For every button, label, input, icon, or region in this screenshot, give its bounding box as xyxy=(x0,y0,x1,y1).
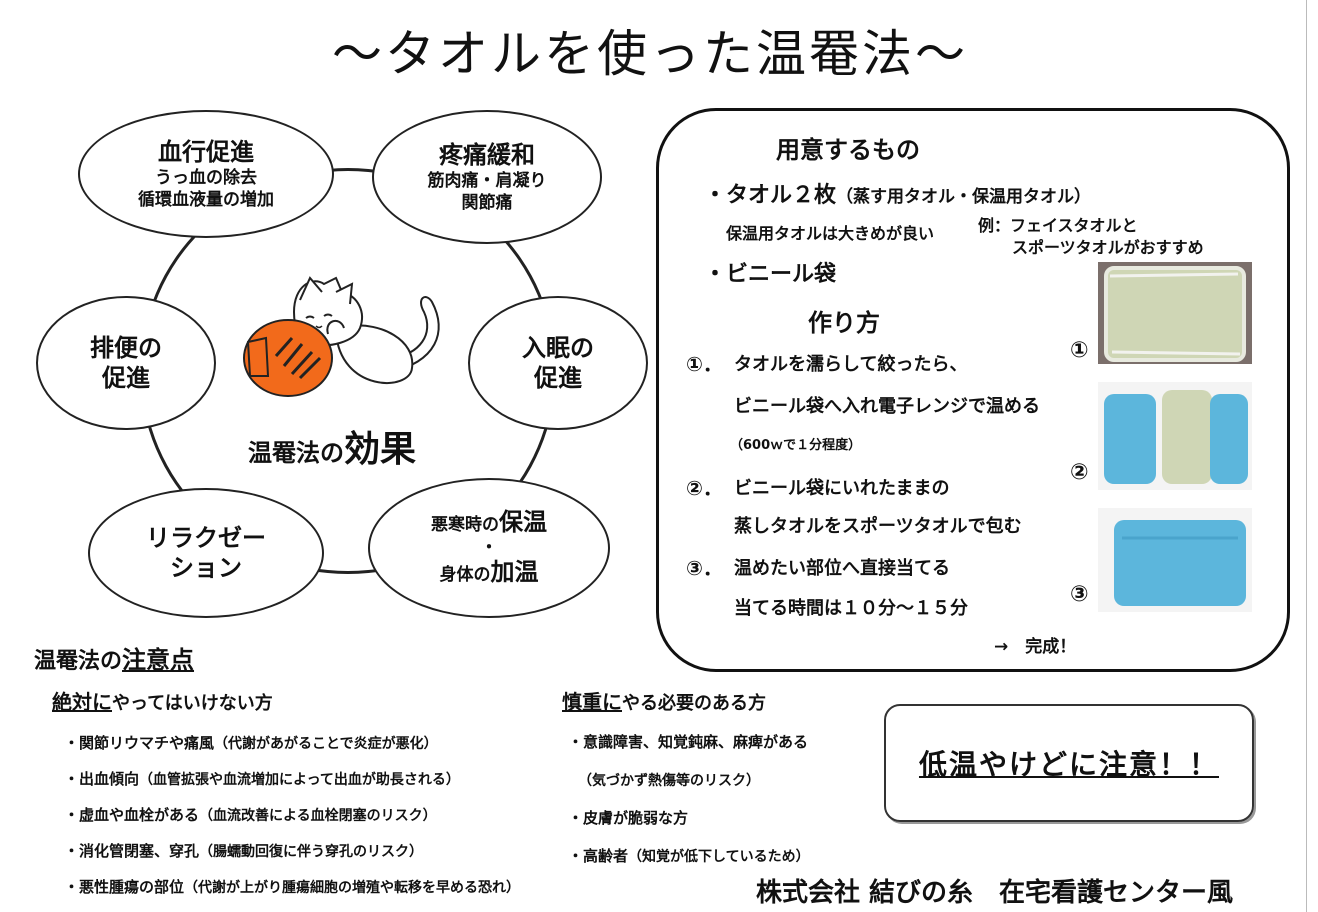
effect-title: ション xyxy=(170,554,242,582)
list-item-main: ・虚血や血栓がある xyxy=(64,806,200,824)
list-item-main: ・悪性腫瘍の部位 xyxy=(64,878,185,896)
careful-heading-emphasis: 慎重に xyxy=(562,690,622,714)
prep-heading: 用意するもの xyxy=(776,136,920,164)
never-list: ・関節リウマチや痛風（代謝があがることで炎症が悪化） ・出血傾向（血管拡張や血流… xyxy=(64,726,520,906)
list-item: ・悪性腫瘍の部位（代謝が上がり腫瘍細胞の増殖や転移を早める恐れ） xyxy=(64,870,520,906)
step3-number: ③． xyxy=(686,556,723,580)
effect-title: 促進 xyxy=(534,364,582,392)
caution-heading: 温罨法の注意点 xyxy=(34,640,194,675)
effect-detail: 悪寒時の xyxy=(431,515,499,535)
center-label-prefix: 温罨法の xyxy=(248,439,344,467)
list-item-note: （知覚が低下しているため） xyxy=(628,849,810,865)
careful-list: ・意識障害、知覚鈍麻、麻痺がある （気づかず熱傷等のリスク） ・皮膚が脆弱な方 … xyxy=(568,724,810,876)
list-item-note: （腸蠕動回復に伴う穿孔のリスク） xyxy=(199,844,424,860)
photo2-label: ② xyxy=(1070,460,1089,485)
list-item-note: （代謝があがることで炎症が悪化） xyxy=(214,736,438,752)
low-temp-burn-warning-box: 低温やけどに注意！！ xyxy=(884,704,1254,822)
step3-line2: 当てる時間は１０分〜１５分 xyxy=(734,598,968,619)
effect-detail: 循環血液量の増加 xyxy=(138,190,274,210)
effect-pain-relief: 疼痛緩和 筋肉痛・肩凝り 関節痛 xyxy=(372,110,602,244)
step1-line1: タオルを濡らして絞ったら、 xyxy=(734,354,968,375)
photo3-label: ③ xyxy=(1070,582,1089,607)
effect-title: 加温 xyxy=(490,558,539,586)
list-item-main: ・出血傾向 xyxy=(64,770,140,788)
towel-label: ・タオル２枚 xyxy=(704,183,837,208)
photo-towels-layout xyxy=(1098,382,1252,490)
list-item-main: ・皮膚が脆弱な方 xyxy=(568,809,689,827)
list-item: ・皮膚が脆弱な方 xyxy=(568,800,810,838)
effect-detail: うっ血の除去 xyxy=(155,168,257,188)
step1-note: （600ｗで１分程度） xyxy=(730,438,862,453)
howto-heading: 作り方 xyxy=(808,309,880,337)
effect-detail: 筋肉痛・肩凝り xyxy=(427,171,547,191)
effect-sleep: 入眠の 促進 xyxy=(468,296,648,430)
list-item-note: （血流改善による血栓閉塞のリスク） xyxy=(199,808,437,824)
careful-heading-rest: やる必要のある方 xyxy=(622,693,766,714)
completed-label: → 完成！ xyxy=(994,637,1077,657)
list-item: ・消化管閉塞、穿孔（腸蠕動回復に伴う穿孔のリスク） xyxy=(64,834,520,870)
effect-title: リラクゼー xyxy=(146,524,266,552)
effect-relaxation: リラクゼー ション xyxy=(88,488,324,618)
center-label-emphasis: 効果 xyxy=(344,429,417,470)
towel-note: （蒸す用タオル・保温用タオル） xyxy=(836,187,1092,207)
caution-heading-emphasis: 注意点 xyxy=(122,646,195,674)
photo1-label: ① xyxy=(1070,338,1089,363)
towel-tip: 保温用タオルは大きめが良い xyxy=(726,224,935,243)
list-item-note: （代謝が上がり腫瘍細胞の増殖や転移を早める恐れ） xyxy=(184,880,521,896)
effect-blood-circulation: 血行促進 うっ血の除去 循環血液量の増加 xyxy=(78,110,334,238)
list-item-note: （気づかず熱傷等のリスク） xyxy=(578,773,760,789)
page-title: 〜タオルを使った温罨法〜 xyxy=(332,25,968,83)
towel-example-2: スポーツタオルがおすすめ xyxy=(1012,238,1204,257)
list-item: （気づかず熱傷等のリスク） xyxy=(568,762,810,800)
step2-line1: ビニール袋にいれたままの xyxy=(734,478,950,499)
step1-line2: ビニール袋へ入れ電子レンジで温める xyxy=(734,396,1040,417)
prep-towel-item: ・タオル２枚（蒸す用タオル・保温用タオル） xyxy=(704,177,1091,209)
effect-title: 血行促進 xyxy=(158,138,254,166)
effect-separator: ・ xyxy=(480,538,498,558)
effect-detail: 関節痛 xyxy=(461,193,513,213)
prep-bag-item: ・ビニール袋 xyxy=(704,262,837,287)
warning-text: 低温やけどに注意！！ xyxy=(918,748,1219,781)
step2-number: ②． xyxy=(686,476,723,500)
never-heading-rest: やってはいけない方 xyxy=(112,693,273,714)
preparation-panel xyxy=(656,108,1290,672)
list-item: ・出血傾向（血管拡張や血流増加によって出血が助長される） xyxy=(64,762,520,798)
list-item-note: （血管拡張や血流増加によって出血が助長される） xyxy=(139,772,460,788)
list-item-main: ・意識障害、知覚鈍麻、麻痺がある xyxy=(568,733,809,751)
never-heading-emphasis: 絶対に xyxy=(52,690,112,714)
careful-heading: 慎重にやる必要のある方 xyxy=(562,686,766,715)
effect-detail: 身体の xyxy=(439,565,491,585)
list-item-main: ・高齢者 xyxy=(568,847,629,865)
photo-towel-in-bag xyxy=(1098,262,1252,364)
cat-with-hotpack-illustration xyxy=(243,276,440,397)
list-item: ・高齢者（知覚が低下しているため） xyxy=(568,838,810,876)
photo-wrapped-towel xyxy=(1098,508,1252,612)
never-heading: 絶対にやってはいけない方 xyxy=(52,686,273,715)
effect-excretion: 排便の 促進 xyxy=(36,296,216,430)
page-border xyxy=(1306,0,1307,912)
effect-title: 入眠の xyxy=(522,334,594,362)
footer-organization: 株式会社 結びの糸 在宅看護センター風 xyxy=(756,878,1234,908)
list-item-main: ・関節リウマチや痛風 xyxy=(64,734,215,752)
effect-title: 疼痛緩和 xyxy=(439,141,535,169)
effect-warming: 悪寒時の保温 ・ 身体の加温 xyxy=(368,478,610,618)
effects-center-label: 温罨法の効果 xyxy=(248,420,416,472)
step3-line1: 温めたい部位へ直接当てる xyxy=(734,558,950,579)
list-item: ・関節リウマチや痛風（代謝があがることで炎症が悪化） xyxy=(64,726,520,762)
list-item: ・虚血や血栓がある（血流改善による血栓閉塞のリスク） xyxy=(64,798,520,834)
effect-title: 保温 xyxy=(499,508,547,536)
towel-example-1: 例：フェイスタオルと xyxy=(978,216,1138,235)
step2-line2: 蒸しタオルをスポーツタオルで包む xyxy=(734,516,1022,537)
effect-title: 促進 xyxy=(102,364,150,392)
list-item-main: ・消化管閉塞、穿孔 xyxy=(64,842,200,860)
caution-heading-prefix: 温罨法の xyxy=(34,649,123,674)
step1-number: ①． xyxy=(686,352,723,376)
list-item: ・意識障害、知覚鈍麻、麻痺がある xyxy=(568,724,810,762)
effect-title: 排便の xyxy=(90,334,162,362)
